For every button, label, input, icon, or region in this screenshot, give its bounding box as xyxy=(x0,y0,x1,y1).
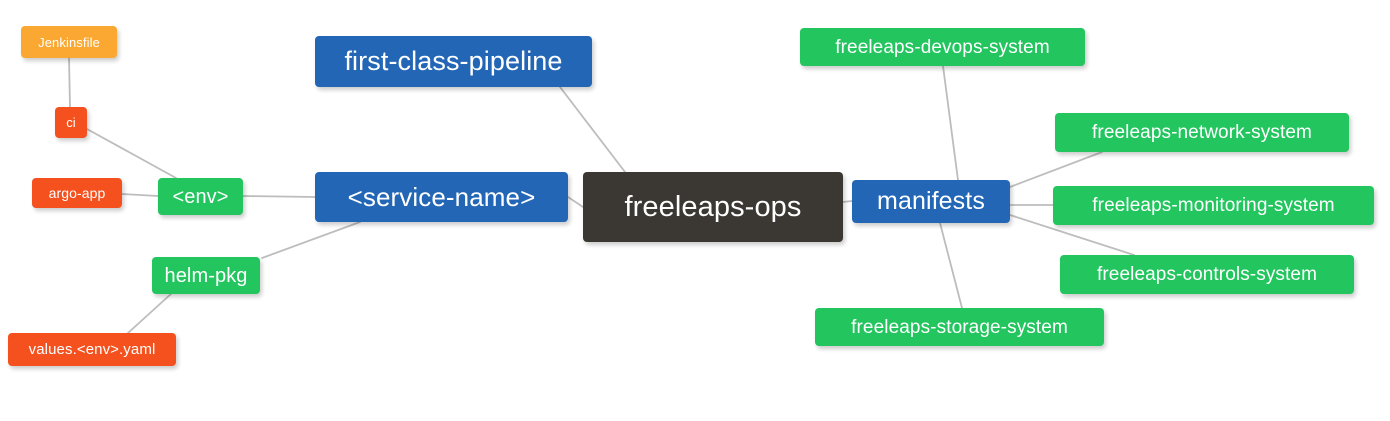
node-ci[interactable]: ci xyxy=(55,107,87,138)
node-label-freeleaps-ops: freeleaps-ops xyxy=(624,190,802,223)
node-label-first-class-pipeline: first-class-pipeline xyxy=(344,46,563,76)
node-manifests[interactable]: manifests xyxy=(852,180,1010,223)
node-jenkinsfile[interactable]: Jenkinsfile xyxy=(21,26,117,58)
node-freeleaps-controls-system[interactable]: freeleaps-controls-system xyxy=(1060,255,1354,294)
node-label-ci: ci xyxy=(66,115,76,130)
node-label-freeleaps-monitoring-system: freeleaps-monitoring-system xyxy=(1092,195,1335,216)
node-values-yaml[interactable]: values.<env>.yaml xyxy=(8,333,176,366)
node-label-service-name: <service-name> xyxy=(347,182,536,212)
node-label-freeleaps-network-system: freeleaps-network-system xyxy=(1092,122,1312,143)
node-label-argo-app: argo-app xyxy=(48,185,106,201)
node-freeleaps-storage-system[interactable]: freeleaps-storage-system xyxy=(815,308,1104,346)
node-service-name[interactable]: <service-name> xyxy=(315,172,568,222)
node-label-jenkinsfile: Jenkinsfile xyxy=(38,34,100,50)
node-label-env: <env> xyxy=(172,185,229,208)
node-argo-app[interactable]: argo-app xyxy=(32,178,122,208)
node-label-manifests: manifests xyxy=(877,187,985,215)
node-freeleaps-monitoring-system[interactable]: freeleaps-monitoring-system xyxy=(1053,186,1374,225)
node-label-values-yaml: values.<env>.yaml xyxy=(28,341,156,358)
node-label-helm-pkg: helm-pkg xyxy=(164,264,248,287)
node-label-freeleaps-controls-system: freeleaps-controls-system xyxy=(1096,264,1318,285)
node-freeleaps-network-system[interactable]: freeleaps-network-system xyxy=(1055,113,1349,152)
node-helm-pkg[interactable]: helm-pkg xyxy=(152,257,260,294)
node-freeleaps-ops[interactable]: freeleaps-ops xyxy=(583,172,843,242)
node-label-freeleaps-storage-system: freeleaps-storage-system xyxy=(851,316,1068,338)
node-env[interactable]: <env> xyxy=(158,178,243,215)
node-label-freeleaps-devops-system: freeleaps-devops-system xyxy=(835,36,1050,58)
node-first-class-pipeline[interactable]: first-class-pipeline xyxy=(315,36,592,87)
node-freeleaps-devops-system[interactable]: freeleaps-devops-system xyxy=(800,28,1085,66)
